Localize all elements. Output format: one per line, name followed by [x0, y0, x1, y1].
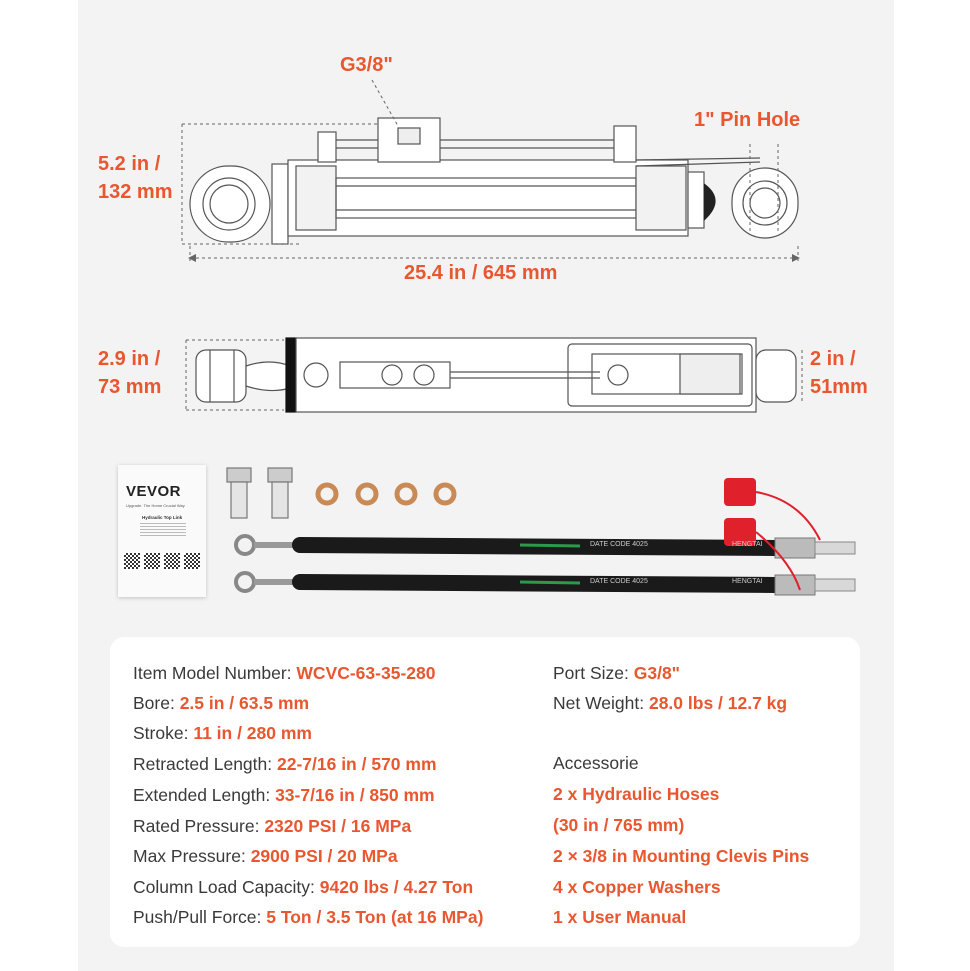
- copper-washers: [315, 482, 457, 506]
- accessory-item: 2 x Hydraulic Hoses: [553, 784, 720, 804]
- pin-hole-label: 1" Pin Hole: [694, 109, 801, 131]
- length-label: 25.4 in / 645 mm: [404, 262, 558, 284]
- accessory-item: (30 in / 765 mm): [553, 815, 685, 835]
- user-manual: VEVOR Upgrade. The Home Crucial Way Hydr…: [118, 465, 206, 597]
- spec-label: Extended Length:: [133, 785, 276, 805]
- hose-date-code-2: DATE CODE 4025: [590, 578, 648, 585]
- spec-row: Item Model Number: WCVC-63-35-280: [133, 662, 435, 684]
- left-width-mm: 73 mm: [98, 376, 162, 398]
- accessory-item: 2 × 3/8 in Mounting Clevis Pins: [553, 846, 810, 866]
- spec-label: Port Size:: [553, 663, 634, 683]
- hydraulic-hoses: [234, 534, 856, 596]
- height-mm: 132 mm: [98, 181, 173, 203]
- left-width-in: 2.9 in /: [98, 348, 161, 370]
- hose-date-code-1: DATE CODE 4025: [590, 541, 648, 548]
- spec-value: 2900 PSI / 20 MPa: [250, 846, 398, 866]
- height-in: 5.2 in /: [98, 153, 161, 175]
- spec-label: Stroke:: [133, 723, 194, 743]
- spec-value: 33-7/16 in / 850 mm: [275, 785, 435, 805]
- spec-label: Bore:: [133, 693, 180, 713]
- spec-row: Max Pressure: 2900 PSI / 20 MPa: [133, 845, 398, 867]
- spec-row: Push/Pull Force: 5 Ton / 3.5 Ton (at 16 …: [133, 906, 483, 928]
- spec-value: 2.5 in / 63.5 mm: [179, 693, 310, 713]
- red-dust-caps: [724, 478, 821, 591]
- accessory-item: 4 x Copper Washers: [553, 877, 721, 897]
- spec-row: Bore: 2.5 in / 63.5 mm: [133, 692, 309, 714]
- specifications-card: [110, 637, 860, 947]
- spec-value: 22-7/16 in / 570 mm: [276, 754, 437, 774]
- accessories-heading: Accessorie: [553, 753, 639, 773]
- qr-code-icon: [184, 553, 200, 569]
- spec-value: G3/8": [633, 663, 680, 683]
- spec-label: Rated Pressure:: [133, 816, 265, 836]
- spec-value: 2320 PSI / 16 MPa: [264, 816, 412, 836]
- spec-label: Push/Pull Force:: [133, 907, 267, 927]
- manual-title: Hydraulic Top Link: [142, 515, 183, 520]
- right-width-label: 2 in / 51mm: [810, 345, 868, 401]
- spec-label: Max Pressure:: [133, 846, 251, 866]
- spec-value: 11 in / 280 mm: [193, 723, 312, 743]
- spec-value: WCVC-63-35-280: [296, 663, 436, 683]
- right-width-mm: 51mm: [810, 376, 868, 398]
- qr-code-icon: [144, 553, 160, 569]
- spec-row: Extended Length: 33-7/16 in / 850 mm: [133, 784, 435, 806]
- spec-row: Retracted Length: 22-7/16 in / 570 mm: [133, 753, 437, 775]
- spec-value: 28.0 lbs / 12.7 kg: [648, 693, 788, 713]
- clevis-pins: [226, 467, 293, 519]
- hose-brand-2: HENGTAI: [732, 578, 763, 585]
- hose-brand-1: HENGTAI: [732, 541, 763, 548]
- right-width-in: 2 in /: [810, 348, 856, 370]
- spec-row: Rated Pressure: 2320 PSI / 16 MPa: [133, 815, 411, 837]
- spec-label: Item Model Number:: [133, 663, 297, 683]
- spec-row: Net Weight: 28.0 lbs / 12.7 kg: [553, 692, 787, 714]
- qr-code-icon: [124, 553, 140, 569]
- cylinder-side-view: [195, 337, 797, 413]
- manual-brand: VEVOR: [126, 483, 182, 500]
- spec-row: Port Size: G3/8": [553, 662, 680, 684]
- spec-value: 9420 lbs / 4.27 Ton: [319, 877, 474, 897]
- port-size-label: G3/8": [340, 54, 393, 76]
- manual-tagline: Upgrade. The Home Crucial Way: [126, 503, 185, 508]
- qr-code-icon: [164, 553, 180, 569]
- accessory-item: 1 x User Manual: [553, 907, 687, 927]
- spec-row: Column Load Capacity: 9420 lbs / 4.27 To…: [133, 876, 473, 898]
- manual-text-lines: [140, 523, 186, 537]
- spec-label: Net Weight:: [553, 693, 649, 713]
- cylinder-top-view: [189, 117, 799, 245]
- spec-label: Retracted Length:: [133, 754, 277, 774]
- spec-value: 5 Ton / 3.5 Ton (at 16 MPa): [266, 907, 484, 927]
- height-label: 5.2 in / 132 mm: [98, 150, 173, 206]
- spec-label: Column Load Capacity:: [133, 877, 320, 897]
- spec-row: Stroke: 11 in / 280 mm: [133, 722, 312, 744]
- left-width-label: 2.9 in / 73 mm: [98, 345, 161, 401]
